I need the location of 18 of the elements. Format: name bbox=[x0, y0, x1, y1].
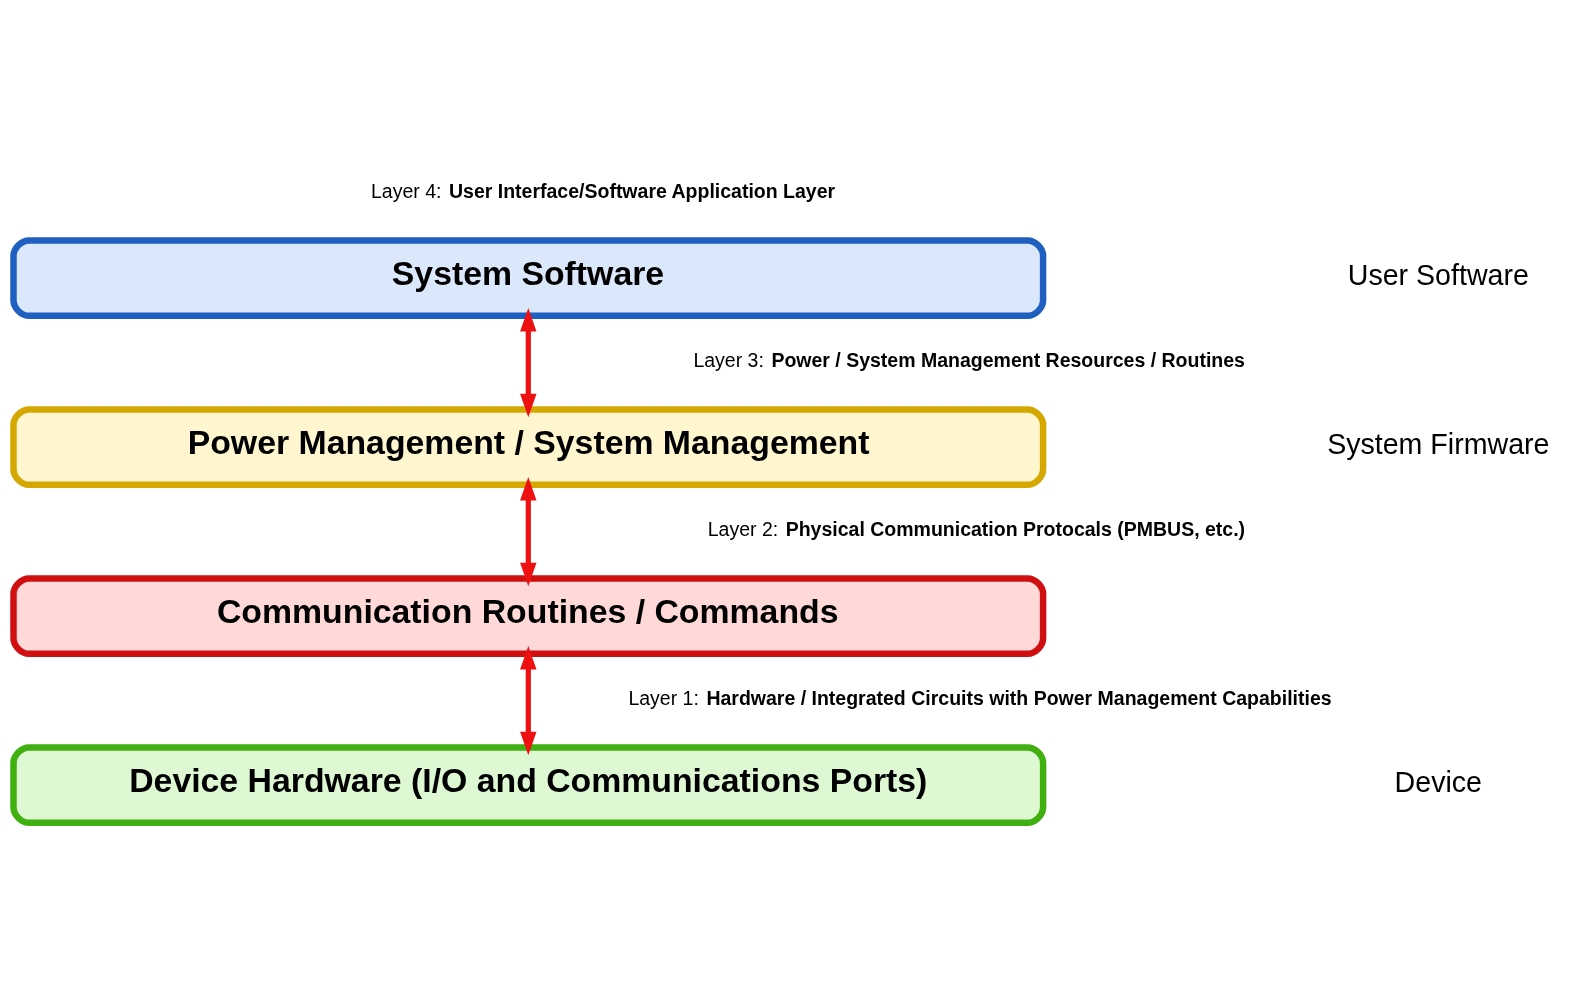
node-label: Physical Communication Protocals (PMBUS, etc.) bbox=[785, 517, 1246, 539]
node-label: User Interface/Software Application Layer bbox=[449, 179, 836, 201]
node-label: Hardware / Integrated Circuits with Power Management Capabilities bbox=[706, 686, 1332, 708]
arrow bbox=[520, 307, 537, 417]
node-box: Device Hardware (I/O and Communications Ports) bbox=[10, 743, 1047, 826]
node-label: Layer 1: bbox=[628, 686, 699, 708]
node-box: Communication Routines / Commands bbox=[10, 574, 1047, 657]
node-label: Layer 4: bbox=[371, 179, 442, 201]
arrow bbox=[520, 476, 537, 586]
node-box: Power Management / System Management bbox=[10, 405, 1047, 488]
node-label: Layer 3: bbox=[693, 348, 764, 370]
label: Device bbox=[1394, 765, 1482, 798]
label: System Firmware bbox=[1327, 427, 1550, 460]
node-label: Power / System Management Resources / Routines bbox=[771, 348, 1245, 370]
node-label: Layer 2: bbox=[707, 517, 779, 539]
node-box: System Software bbox=[10, 236, 1047, 319]
label: User Software bbox=[1347, 258, 1529, 291]
arrow bbox=[520, 645, 537, 755]
